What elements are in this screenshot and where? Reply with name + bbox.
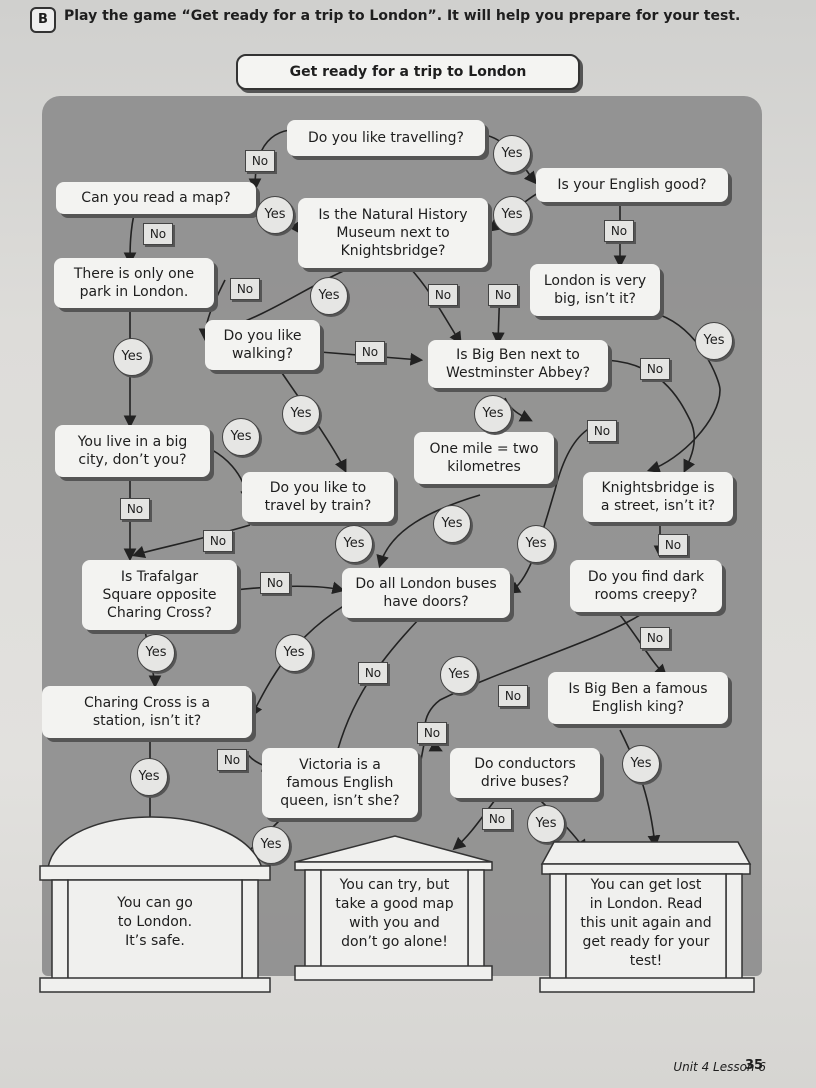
- exercise-instruction: Play the game “Get ready for a trip to L…: [64, 8, 741, 24]
- yes-label: Yes: [275, 634, 313, 672]
- question-dark-rooms: Do you find dark rooms creepy?: [570, 560, 722, 612]
- question-one-park: There is only one park in London.: [54, 258, 214, 308]
- yes-label: Yes: [440, 656, 478, 694]
- no-label: No: [498, 685, 528, 707]
- no-label: No: [120, 498, 150, 520]
- question-buses-doors: Do all London buses have doors?: [342, 568, 510, 618]
- no-label: No: [587, 420, 617, 442]
- no-label: No: [604, 220, 634, 242]
- question-english-good: Is your English good?: [536, 168, 728, 202]
- question-victoria-queen: Victoria is a famous English queen, isn’…: [262, 748, 418, 818]
- question-trafalgar-square: Is Trafalgar Square opposite Charing Cro…: [82, 560, 237, 630]
- game-title: Get ready for a trip to London: [236, 54, 580, 90]
- page-number: 35: [745, 1058, 764, 1073]
- no-label: No: [143, 223, 173, 245]
- yes-label: Yes: [113, 338, 151, 376]
- yes-label: Yes: [130, 758, 168, 796]
- yes-label: Yes: [433, 505, 471, 543]
- question-big-ben-westminster: Is Big Ben next to Westminster Abbey?: [428, 340, 608, 388]
- exercise-header: B Play the game “Get ready for a trip to…: [30, 4, 800, 33]
- question-big-ben-king: Is Big Ben a famous English king?: [548, 672, 728, 724]
- yes-label: Yes: [527, 805, 565, 843]
- question-travelling: Do you like travelling?: [287, 120, 485, 156]
- ending-try: You can try, but take a good map with yo…: [335, 877, 454, 950]
- no-label: No: [260, 572, 290, 594]
- question-london-big: London is very big, isn’t it?: [530, 264, 660, 316]
- yes-label: Yes: [256, 196, 294, 234]
- exercise-badge: B: [30, 7, 56, 33]
- yes-label: Yes: [222, 418, 260, 456]
- no-label: No: [217, 749, 247, 771]
- question-read-map: Can you read a map?: [56, 182, 256, 214]
- no-label: No: [640, 627, 670, 649]
- yes-label: Yes: [282, 395, 320, 433]
- yes-label: Yes: [137, 634, 175, 672]
- question-like-walking: Do you like walking?: [205, 320, 320, 370]
- no-label: No: [245, 150, 275, 172]
- no-label: No: [482, 808, 512, 830]
- house-building: [539, 841, 755, 993]
- yes-label: Yes: [493, 196, 531, 234]
- question-conductors: Do conductors drive buses?: [450, 748, 600, 798]
- no-label: No: [640, 358, 670, 380]
- no-label: No: [658, 534, 688, 556]
- ending-lost: You can get lost in London. Read this un…: [580, 877, 712, 969]
- yes-label: Yes: [622, 745, 660, 783]
- yes-label: Yes: [493, 135, 531, 173]
- no-label: No: [203, 530, 233, 552]
- yes-label: Yes: [335, 525, 373, 563]
- question-knightsbridge-street: Knightsbridge is a street, isn’t it?: [583, 472, 733, 522]
- temple-building: [294, 835, 493, 981]
- yes-label: Yes: [517, 525, 555, 563]
- no-label: No: [417, 722, 447, 744]
- arch-building: [39, 816, 271, 993]
- yes-label: Yes: [310, 277, 348, 315]
- no-label: No: [358, 662, 388, 684]
- question-mile-kilometres: One mile = two kilometres: [414, 432, 554, 484]
- question-big-city: You live in a big city, don’t you?: [55, 425, 210, 477]
- ending-safe: You can go to London. It’s safe.: [117, 895, 193, 949]
- question-charing-cross-station: Charing Cross is a station, isn’t it?: [42, 686, 252, 738]
- yes-label: Yes: [252, 826, 290, 864]
- no-label: No: [230, 278, 260, 300]
- no-label: No: [488, 284, 518, 306]
- yes-label: Yes: [695, 322, 733, 360]
- no-label: No: [428, 284, 458, 306]
- question-travel-by-train: Do you like to travel by train?: [242, 472, 394, 522]
- no-label: No: [355, 341, 385, 363]
- footer-unit-lesson: Unit 4 Lesson 6: [673, 1060, 766, 1074]
- yes-label: Yes: [474, 395, 512, 433]
- question-natural-history-museum: Is the Natural History Museum next to Kn…: [298, 198, 488, 268]
